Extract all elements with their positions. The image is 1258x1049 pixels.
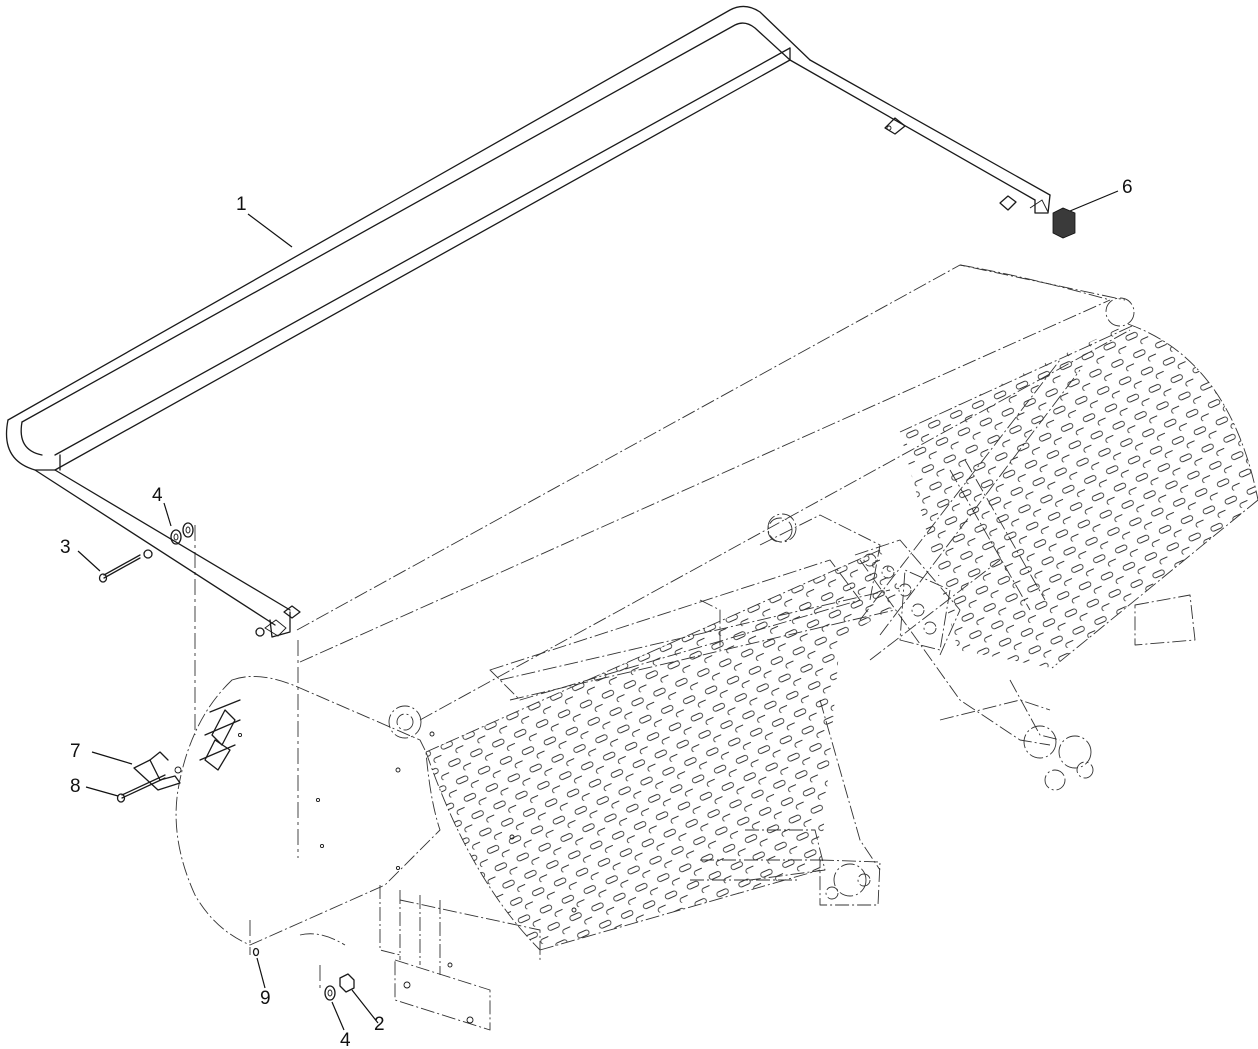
callout-4-top: 4: [152, 485, 163, 506]
callout-2: 2: [374, 1014, 385, 1035]
end-cap: [1052, 207, 1076, 239]
callout-3: 3: [60, 537, 71, 558]
hood-assembly: [175, 264, 1258, 1031]
washers-4-top: [170, 522, 194, 545]
callout-6: 6: [1122, 177, 1133, 198]
assembly-centerlines: [194, 525, 321, 990]
rail-frame: [5, 5, 1051, 638]
nut-2-and-washer-4: [324, 973, 355, 1001]
strap-ratchet: [199, 699, 241, 771]
callout-4-bottom: 4: [340, 1030, 351, 1049]
clip-9: [252, 947, 260, 957]
callout-1: 1: [236, 194, 247, 215]
leader-lines: [77, 190, 1119, 1031]
hook-bracket-7: [133, 751, 181, 791]
callout-7: 7: [70, 741, 81, 762]
callout-9: 9: [260, 988, 271, 1009]
callout-8: 8: [70, 776, 81, 797]
mounting-frame: [489, 514, 1196, 906]
bolt-8: [116, 766, 182, 803]
bolt-3: [98, 554, 141, 583]
